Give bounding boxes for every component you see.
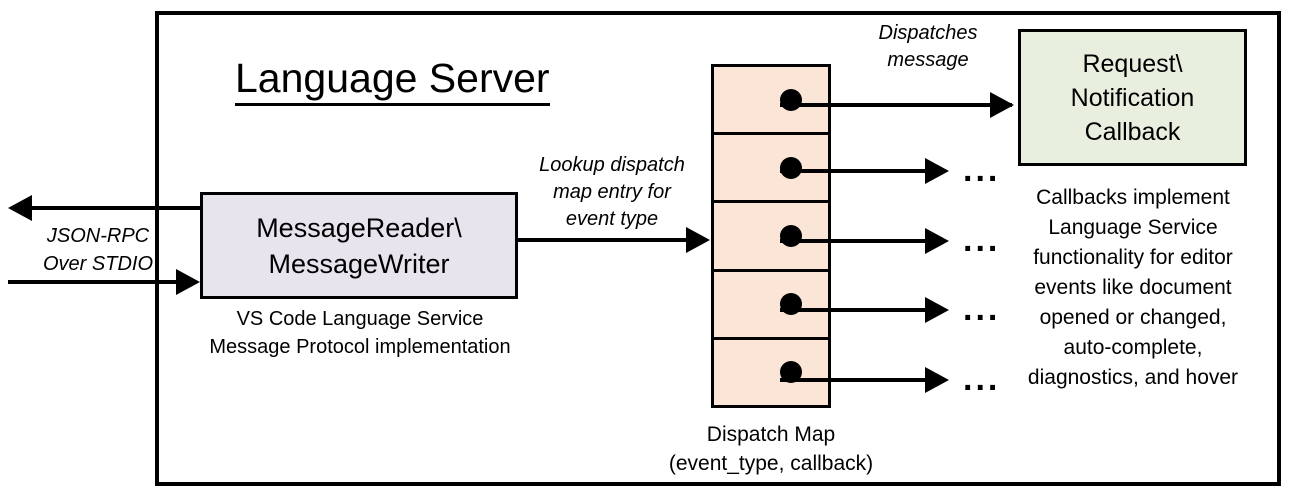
language-server-boundary (155, 11, 1281, 486)
message-reader-writer-node[interactable]: MessageReader\ MessageWriter (200, 192, 518, 299)
dispatch-arrow-head-icon-1 (990, 92, 1014, 118)
dispatch-ellipsis-5: ... (963, 360, 1001, 398)
dispatch-arrow-line-1 (780, 103, 1012, 107)
lookup-arrow-line (517, 238, 689, 242)
dispatch-arrow-line-2 (780, 169, 935, 173)
dispatch-map-row[interactable] (714, 272, 828, 340)
dispatch-map-row[interactable] (714, 203, 828, 272)
protocol-label-line2: Over STDIO (42, 253, 153, 275)
dispatch-map-row[interactable] (714, 340, 828, 405)
incoming-channel-line (8, 280, 178, 284)
page-title: Language Server (235, 54, 550, 106)
callback-dot-icon (780, 225, 802, 247)
callback-caption-line5: opened or changed, (1039, 306, 1227, 329)
dispatch-arrow-head-icon-5 (925, 367, 949, 393)
dispatch-arrow-line-3 (780, 239, 935, 243)
dispatch-map-caption: Dispatch Map (event_type, callback) (630, 420, 912, 478)
lookup-arrow-head-icon (686, 227, 710, 253)
lookup-dispatch-label-line1: Lookup dispatch (539, 154, 685, 176)
dispatches-message-label-line2: message (887, 49, 969, 71)
dispatch-map-row[interactable] (714, 67, 828, 136)
dispatch-ellipsis-3: ... (963, 221, 1001, 259)
message-reader-writer-line2: MessageWriter (268, 248, 450, 279)
dispatch-map-caption-line1: Dispatch Map (706, 423, 836, 446)
protocol-label-line1: JSON-RPC (46, 225, 150, 247)
callback-caption-line4: events like document (1034, 276, 1232, 299)
dispatch-arrow-head-icon-2 (925, 158, 949, 184)
dispatches-message-label-line1: Dispatches (878, 22, 978, 44)
callback-caption: Callbacks implement Language Service fun… (1008, 183, 1258, 393)
protocol-label: JSON-RPC Over STDIO (18, 222, 178, 278)
callback-caption-line7: diagnostics, and hover (1027, 366, 1239, 389)
callback-line2: Notification (1070, 83, 1195, 112)
message-reader-writer-caption: VS Code Language Service Message Protoco… (184, 305, 536, 361)
dispatch-arrow-head-icon-4 (925, 297, 949, 323)
callback-caption-line2: Language Service (1048, 216, 1218, 239)
dispatch-ellipsis-4: ... (963, 290, 1001, 328)
dispatches-message-label: Dispatches message (828, 20, 1028, 74)
dispatch-arrow-line-4 (780, 308, 935, 312)
dispatch-ellipsis-2: ... (963, 151, 1001, 189)
dispatch-map-row[interactable] (714, 135, 828, 204)
incoming-arrow-head-icon (176, 269, 200, 295)
callback-caption-line1: Callbacks implement (1036, 186, 1230, 209)
callback-dot-icon (780, 156, 802, 179)
dispatch-arrow-head-icon-3 (925, 228, 949, 254)
callback-dot-icon (780, 361, 802, 384)
dispatch-map-caption-line2: (event_type, callback) (668, 452, 874, 475)
outgoing-channel-line (30, 206, 202, 210)
message-reader-writer-caption-line2: Message Protocol implementation (209, 336, 511, 358)
lookup-dispatch-label-line2: map entry for (553, 181, 671, 203)
dispatch-map-table[interactable] (711, 64, 831, 408)
request-notification-callback-node[interactable]: Request\ Notification Callback (1018, 29, 1247, 166)
callback-caption-line3: functionality for editor (1033, 246, 1233, 269)
message-reader-writer-line1: MessageReader\ (256, 212, 462, 243)
lookup-dispatch-label: Lookup dispatch map entry for event type (516, 152, 708, 233)
dispatch-arrow-line-5 (780, 378, 935, 382)
callback-caption-line6: auto-complete, (1063, 336, 1203, 359)
callback-line3: Callback (1084, 117, 1181, 146)
callback-line1: Request\ (1082, 49, 1183, 78)
outgoing-arrow-head-icon (8, 195, 32, 221)
lookup-dispatch-label-line3: event type (565, 208, 659, 230)
callback-dot-icon (780, 88, 802, 111)
message-reader-writer-caption-line1: VS Code Language Service (236, 308, 484, 330)
